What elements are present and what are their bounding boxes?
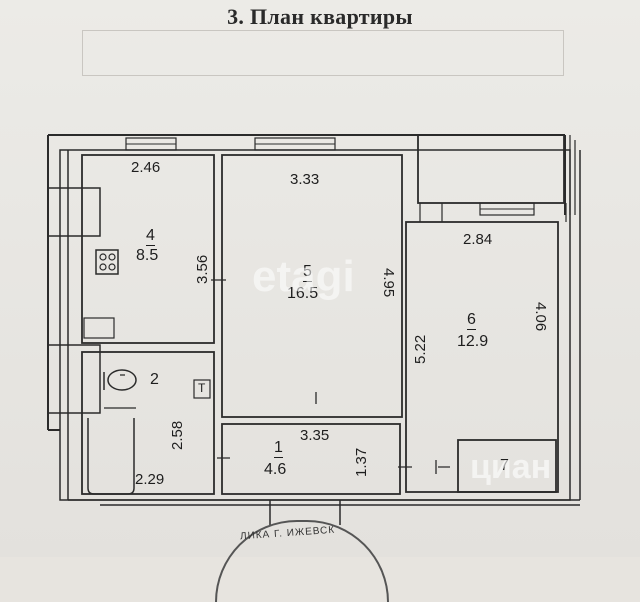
water-heater-label: T (198, 381, 206, 395)
room-4-area: 8.5 (136, 247, 159, 264)
room-2-outline (81, 351, 215, 495)
room-5-dim-bottom: 3.35 (300, 427, 330, 444)
toilet-icon (107, 369, 137, 391)
room-6-number: 6 (467, 311, 476, 330)
room-6-dim-left: 5.22 (412, 334, 429, 364)
room-5-outline (221, 154, 403, 418)
outer-wall (47, 134, 566, 431)
room-7-number: 7 (500, 457, 509, 474)
room-4-dim-side: 3.56 (194, 254, 211, 284)
room-2-dim-side: 2.58 (169, 420, 186, 450)
bottom-wall (68, 499, 580, 506)
room-2-number: 2 (150, 371, 159, 388)
room-2-dim-bottom: 2.29 (135, 471, 165, 488)
room-4-dim-top: 2.46 (131, 159, 161, 176)
room-5-area: 16.5 (287, 285, 319, 302)
sink-icon (83, 317, 115, 339)
room-1-number: 1 (274, 439, 283, 458)
balcony-outline (417, 134, 565, 204)
water-heater-icon (193, 379, 211, 399)
room-5-dim-top: 3.33 (290, 171, 320, 188)
room-1-outline (221, 423, 401, 495)
stove-icon (95, 249, 119, 275)
room-6-dim-right: 4.06 (532, 302, 549, 332)
page-title: 3. План квартиры (227, 4, 413, 29)
room-6-dim-top: 2.84 (463, 231, 493, 248)
wall-niche-left (47, 187, 101, 237)
room-4-outline (81, 154, 215, 344)
room-7-outline (457, 439, 557, 493)
wall-niche-left-lower (47, 344, 101, 414)
room-1-dim-side: 1.37 (353, 447, 370, 477)
entrance-door (269, 500, 341, 525)
room-4-number: 4 (146, 227, 155, 246)
bathtub-icon (87, 418, 135, 495)
floor-plan-drawing (47, 134, 581, 525)
room-1-area: 4.6 (264, 461, 287, 478)
room-5-number: 5 (303, 263, 312, 282)
faint-table-outline (82, 30, 564, 76)
room-5-dim-side: 4.95 (380, 268, 397, 298)
room-6-area: 12.9 (457, 333, 489, 350)
